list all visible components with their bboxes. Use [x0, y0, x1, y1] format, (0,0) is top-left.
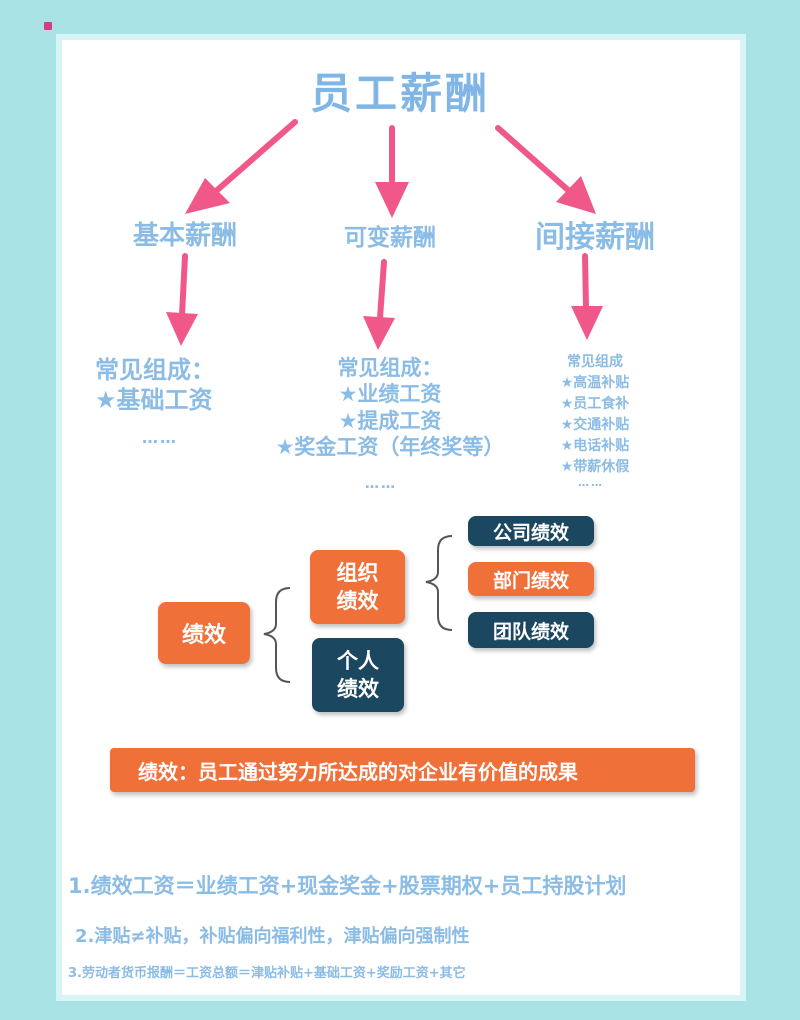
company-performance-box: 公司绩效: [468, 516, 594, 546]
variable-component-item: ★奖金工资（年终奖等）: [275, 434, 505, 459]
note-1: 1.绩效工资＝业绩工资+现金奖金+股票期权+员工持股计划: [68, 874, 627, 898]
indirect-component-item: ★员工食补: [560, 396, 630, 412]
department-performance-box: 部门绩效: [468, 562, 594, 596]
bracket-organization: [425, 535, 453, 631]
indirect-component-item: ★交通补贴: [560, 417, 630, 433]
basic-component-item: ★基础工资: [95, 386, 213, 414]
basic-components-label: 常见组成：: [95, 356, 215, 384]
organization-performance-box: 组织 绩效: [310, 550, 405, 624]
category-basic: 基本薪酬: [132, 221, 237, 251]
indirect-component-item: ★带薪休假: [560, 459, 630, 475]
individual-performance-box: 个人 绩效: [312, 638, 404, 712]
performance-definition-banner: 绩效：员工通过努力所达成的对企业有价值的成果: [110, 748, 695, 792]
category-variable: 可变薪酬: [344, 225, 436, 251]
note-3: 3.劳动者货币报酬＝工资总额＝津贴补贴+基础工资+奖励工资+其它: [68, 966, 466, 981]
arrow-to-indirect: [495, 125, 596, 214]
variable-component-item: ★提成工资: [338, 408, 442, 433]
indirect-component-item: ★电话补贴: [560, 438, 630, 454]
corner-mark-icon: [44, 22, 52, 30]
indirect-ellipsis: ……: [578, 476, 604, 489]
variable-ellipsis: ……: [365, 476, 397, 492]
arrow-variable-components: [363, 259, 395, 350]
indirect-components: 常见组成 ★高温补贴 ★员工食补 ★交通补贴 ★电话补贴 ★带薪休假: [540, 352, 650, 478]
note-2: 2.津贴≠补贴，补贴偏向福利性，津贴偏向强制性: [75, 926, 470, 947]
bracket-root: [263, 587, 291, 683]
performance-root-box: 绩效: [158, 602, 250, 664]
variable-components-label: 常见组成：: [337, 356, 443, 380]
indirect-components-label: 常见组成: [567, 354, 623, 370]
category-indirect: 间接薪酬: [535, 220, 655, 255]
page-title: 员工薪酬: [309, 69, 490, 118]
indirect-component-item: ★高温补贴: [560, 375, 630, 391]
basic-components: 常见组成： ★基础工资: [95, 355, 215, 415]
variable-component-item: ★业绩工资: [338, 382, 442, 407]
content-card: [62, 40, 740, 995]
arrow-indirect-components: [571, 253, 603, 340]
arrow-to-variable: [375, 125, 409, 218]
team-performance-box: 团队绩效: [468, 612, 594, 648]
arrow-basic-components: [166, 253, 198, 346]
basic-ellipsis: ……: [142, 428, 178, 447]
variable-components: 常见组成： ★业绩工资 ★提成工资 ★奖金工资（年终奖等）: [255, 355, 525, 460]
arrow-to-basic: [185, 119, 298, 214]
